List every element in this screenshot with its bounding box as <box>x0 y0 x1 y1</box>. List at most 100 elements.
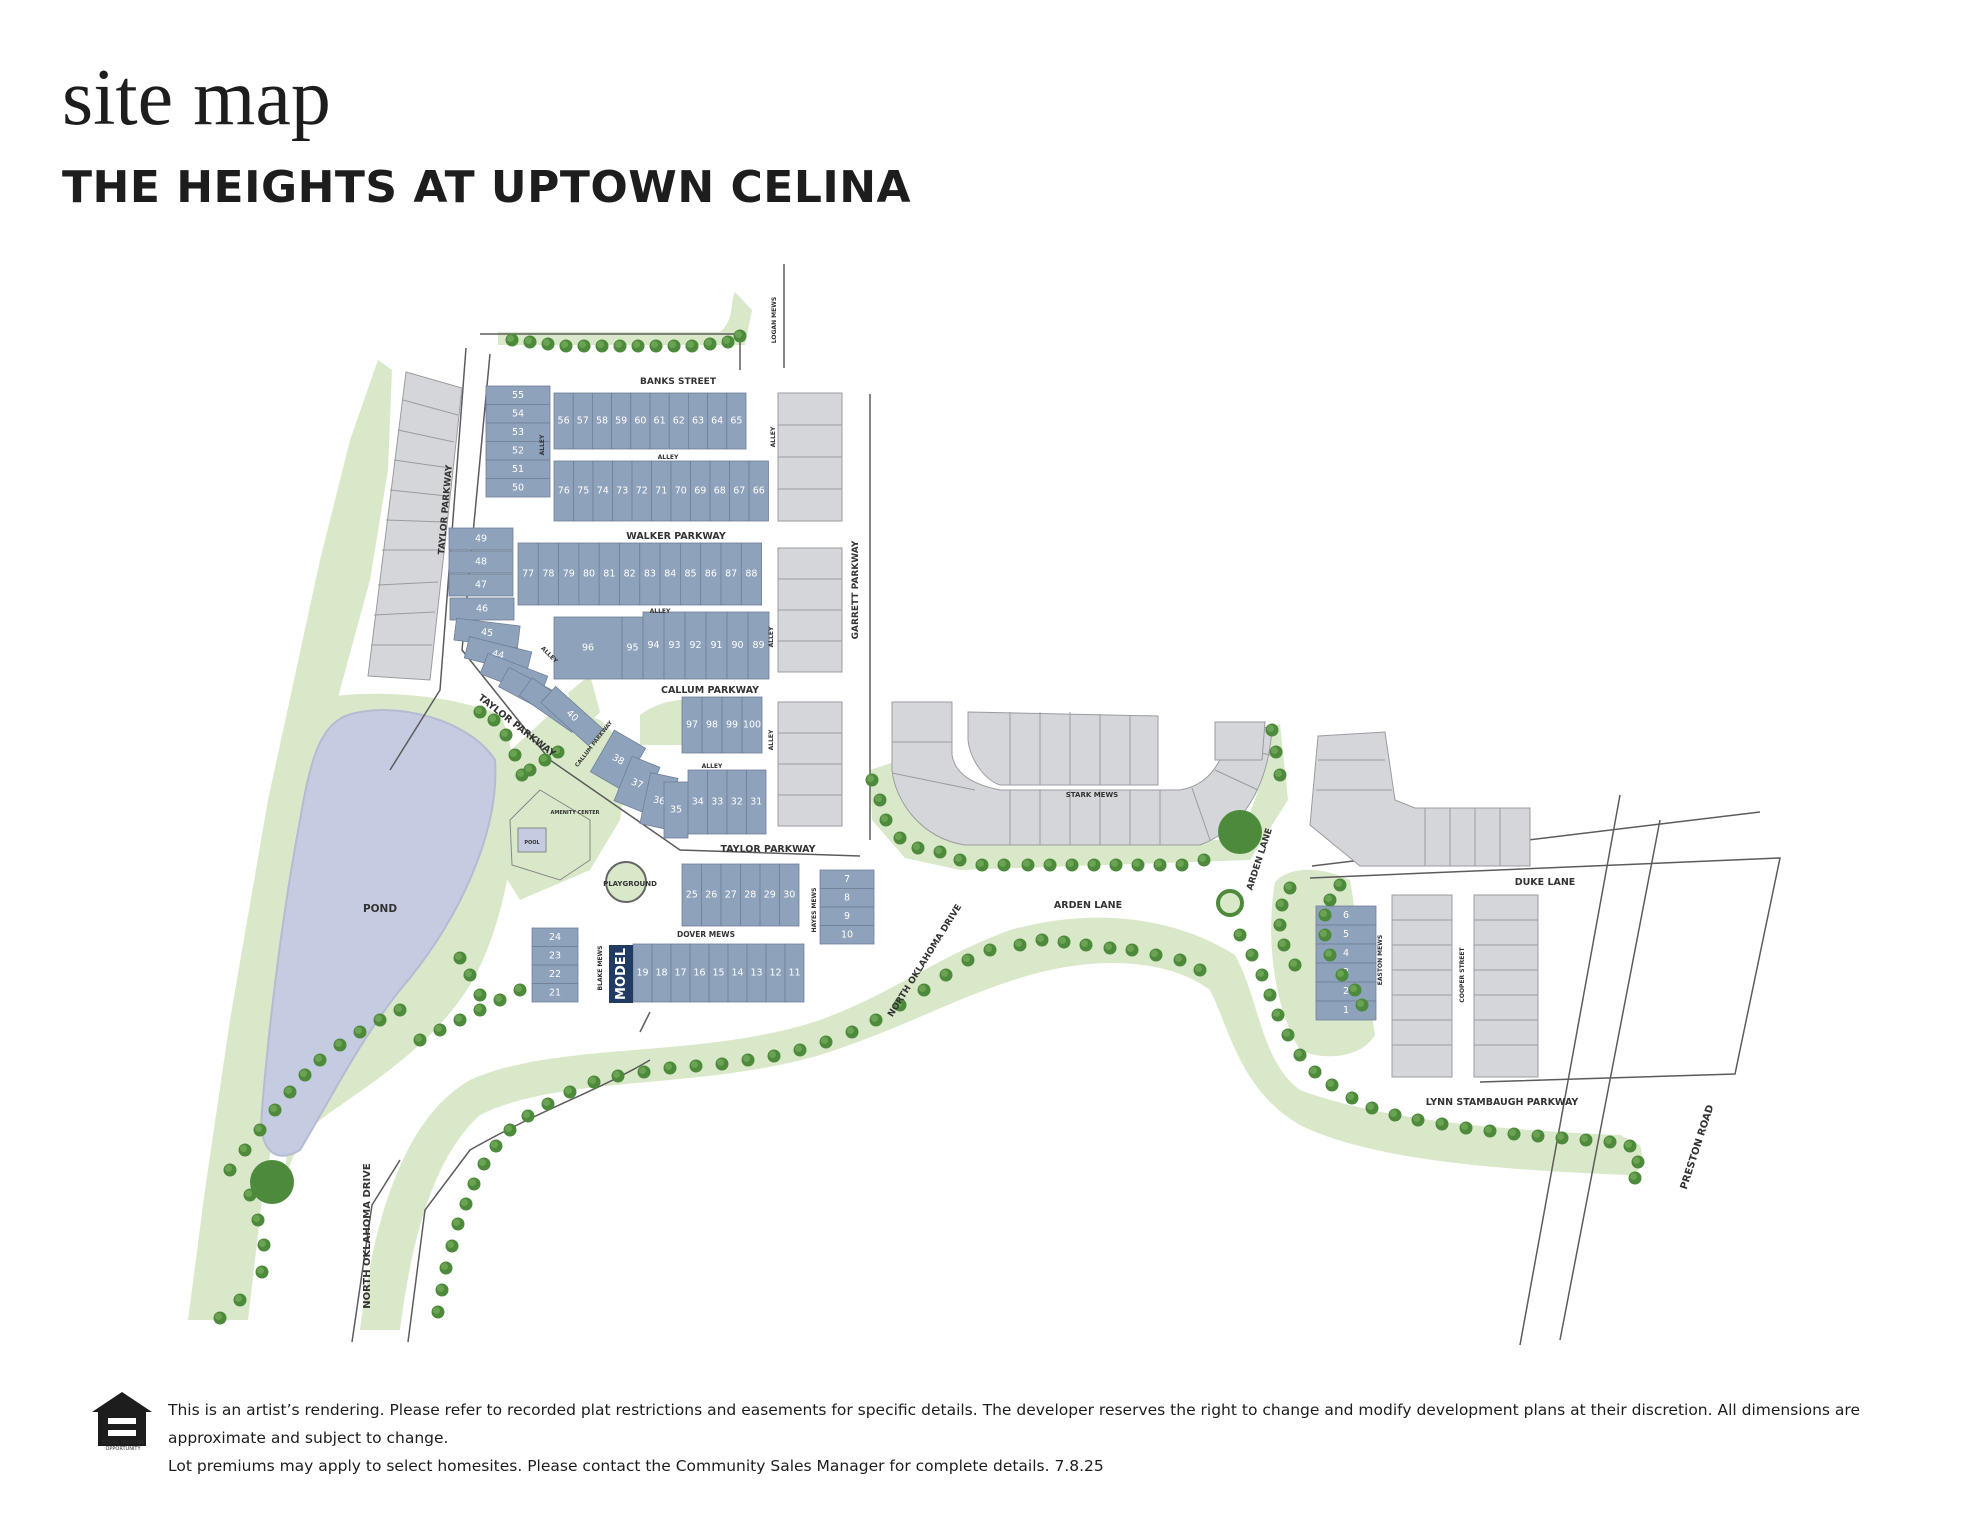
homesite-lot[interactable]: 95 <box>621 616 644 680</box>
homesite-lot[interactable]: 12 <box>765 943 786 1003</box>
homesite-lot[interactable]: 54 <box>485 404 551 424</box>
homesite-lot[interactable]: 76 <box>553 460 574 522</box>
tree-icon <box>685 339 699 353</box>
amenity-center[interactable] <box>509 789 591 881</box>
homesite-lot[interactable]: 59 <box>611 392 632 450</box>
homesite-lot[interactable]: 65 <box>726 392 747 450</box>
homesite-lot[interactable]: 91 <box>705 611 728 680</box>
homesite-lot[interactable]: 63 <box>688 392 709 450</box>
homesite-lot[interactable]: 99 <box>721 696 743 754</box>
homesite-lot[interactable]: 28 <box>740 863 761 927</box>
greenspace-north <box>498 292 752 345</box>
homesite-lot[interactable]: 70 <box>670 460 691 522</box>
homesite-lot[interactable]: 26 <box>701 863 722 927</box>
homesite-lot[interactable]: 13 <box>746 943 767 1003</box>
homesite-lot[interactable]: 23 <box>531 946 579 966</box>
homesite-lot[interactable]: 93 <box>663 611 686 680</box>
tree-icon <box>611 1069 625 1083</box>
homesite-lot[interactable]: 25 <box>681 863 702 927</box>
homesite-lot[interactable]: 92 <box>684 611 707 680</box>
tree-icon <box>505 333 519 347</box>
pool[interactable] <box>517 827 547 853</box>
homesite-lot[interactable]: 11 <box>784 943 805 1003</box>
homesite-lot[interactable]: 97 <box>681 696 703 754</box>
homesite-lot[interactable]: 29 <box>759 863 780 927</box>
homesite-lot[interactable]: 56 <box>553 392 574 450</box>
homesite-lot[interactable]: 77 <box>517 542 539 606</box>
homesite-lot[interactable]: 75 <box>573 460 594 522</box>
homesite-lot[interactable]: 82 <box>619 542 641 606</box>
homesite-lot[interactable]: 81 <box>598 542 620 606</box>
homesite-lot[interactable]: 71 <box>651 460 672 522</box>
homesite-lot[interactable]: 73 <box>612 460 633 522</box>
homesite-lot[interactable]: 57 <box>572 392 593 450</box>
homesite-lot[interactable]: 89 <box>747 611 770 680</box>
homesite-lot[interactable]: 68 <box>709 460 730 522</box>
homesite-lot[interactable]: 79 <box>558 542 580 606</box>
homesite-lot[interactable]: 34 <box>687 769 708 835</box>
homesite-lot[interactable]: 48 <box>448 550 514 574</box>
homesite-lot[interactable]: 67 <box>729 460 750 522</box>
lot-number: 89 <box>752 640 764 651</box>
homesite-lot[interactable]: 84 <box>659 542 681 606</box>
homesite-lot[interactable]: 17 <box>670 943 691 1003</box>
homesite-lot[interactable]: 8 <box>819 888 875 908</box>
homesite-lot[interactable]: 100 <box>741 696 763 754</box>
homesite-lot[interactable]: 55 <box>485 385 551 405</box>
homesite-lot[interactable]: 86 <box>700 542 722 606</box>
homesite-lot[interactable]: 64 <box>707 392 728 450</box>
homesite-lot[interactable]: 94 <box>642 611 665 680</box>
lot-number: 16 <box>693 968 705 979</box>
tree-icon <box>1411 1113 1425 1127</box>
homesite-lot[interactable]: 6 <box>1315 905 1377 926</box>
homesite-lot[interactable]: 58 <box>592 392 613 450</box>
homesite-lot[interactable]: 51 <box>485 459 551 479</box>
homesite-lot[interactable]: 62 <box>668 392 689 450</box>
homesite-lot[interactable]: 46 <box>449 597 515 621</box>
tree-icon <box>1325 1078 1339 1092</box>
homesite-lot[interactable]: 35 <box>663 781 689 839</box>
homesite-lot[interactable]: 9 <box>819 906 875 926</box>
homesite-lot[interactable]: 10 <box>819 925 875 945</box>
homesite-lot[interactable]: 2 <box>1315 981 1377 1002</box>
homesite-lot[interactable]: 61 <box>649 392 670 450</box>
model-home[interactable] <box>609 945 633 1003</box>
homesite-lot[interactable]: 22 <box>531 964 579 984</box>
homesite-lot[interactable]: 24 <box>531 927 579 947</box>
homesite-lot[interactable]: 47 <box>448 573 514 597</box>
homesite-lot[interactable]: 85 <box>680 542 702 606</box>
lot-number: 50 <box>512 482 524 493</box>
homesite-lot[interactable]: 98 <box>701 696 723 754</box>
homesite-lot[interactable]: 87 <box>720 542 742 606</box>
homesite-lot[interactable]: 50 <box>485 478 551 498</box>
homesite-lot[interactable]: 21 <box>531 983 579 1003</box>
homesite-lot[interactable]: 72 <box>631 460 652 522</box>
homesite-lot[interactable]: 38 <box>589 729 647 791</box>
homesite-lot[interactable]: 18 <box>651 943 672 1003</box>
homesite-lot[interactable]: 80 <box>578 542 600 606</box>
playground[interactable] <box>605 861 647 903</box>
homesite-lot[interactable]: 88 <box>740 542 762 606</box>
homesite-lot[interactable]: 19 <box>632 943 653 1003</box>
homesite-lot[interactable]: 49 <box>448 527 514 551</box>
homesite-lot[interactable]: 14 <box>727 943 748 1003</box>
homesite-lot[interactable]: 74 <box>592 460 613 522</box>
homesite-lot[interactable]: 60 <box>630 392 651 450</box>
homesite-lot[interactable]: 7 <box>819 869 875 889</box>
homesite-lot[interactable]: 83 <box>639 542 661 606</box>
homesite-lot[interactable]: 33 <box>707 769 728 835</box>
homesite-lot[interactable]: 96 <box>553 616 623 680</box>
homesite-lot[interactable]: 40 <box>540 685 604 747</box>
homesite-lot[interactable]: 78 <box>537 542 559 606</box>
homesite-lot[interactable]: 16 <box>689 943 710 1003</box>
tree-icon <box>1273 918 1287 932</box>
homesite-lot[interactable]: 90 <box>726 611 749 680</box>
homesite-lot[interactable]: 30 <box>779 863 800 927</box>
homesite-lot[interactable]: 31 <box>746 769 767 835</box>
homesite-lot[interactable]: 32 <box>726 769 747 835</box>
homesite-lot[interactable]: 15 <box>708 943 729 1003</box>
homesite-lot[interactable]: 66 <box>748 460 769 522</box>
homesite-lot[interactable]: 27 <box>720 863 741 927</box>
homesite-lot[interactable]: 69 <box>690 460 711 522</box>
